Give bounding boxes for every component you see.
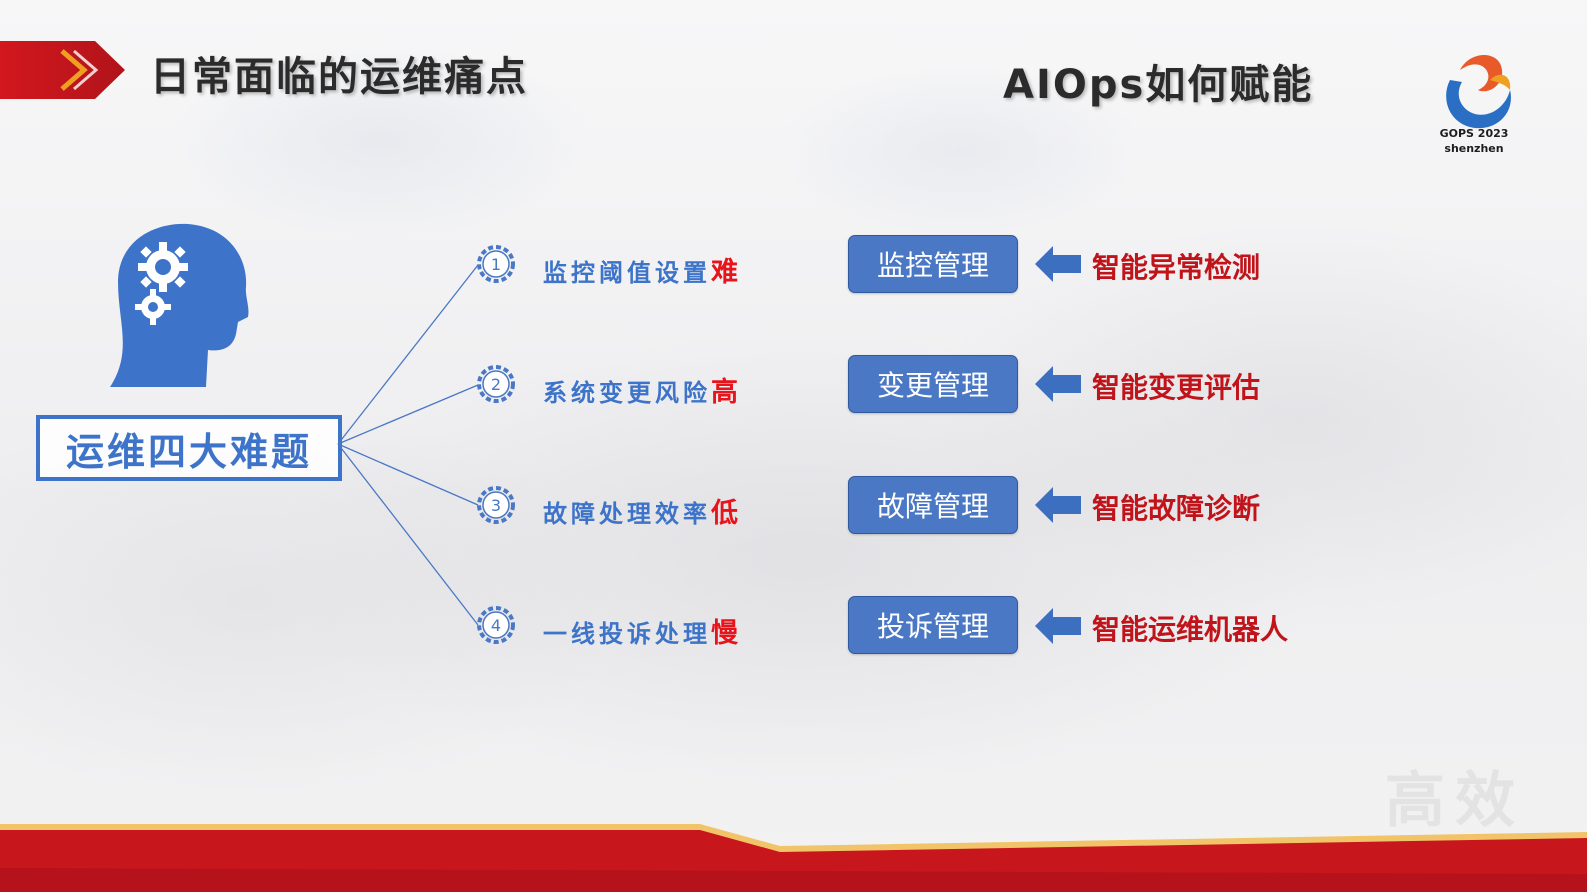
problem-highlight: 低 (711, 498, 738, 529)
main-topic-label: 运维四大难题 (65, 429, 312, 474)
logo-label-event: GOPS 2023 (1439, 127, 1509, 140)
arrow-left-icon (1035, 487, 1081, 523)
incident-management-button: 故障管理 (848, 476, 1018, 534)
gops-logo-icon (1446, 55, 1511, 129)
problem-label: 系统变更风险高 (543, 377, 738, 408)
arrow-left-icon (1035, 366, 1081, 402)
arrow-left-icon (1035, 246, 1081, 282)
arrow-left-icon (1035, 608, 1081, 644)
solution-change-assessment: 智能变更评估 (1092, 371, 1261, 404)
gear-number-icon: 2 (477, 365, 515, 403)
complaint-management-button: 投诉管理 (848, 596, 1018, 654)
head-gears-icon (110, 223, 249, 387)
problem-highlight: 高 (711, 377, 738, 408)
problem-number: 1 (491, 255, 501, 274)
gear-number-icon: 1 (477, 245, 515, 283)
aiops-title: AIOps如何赋能 (1003, 62, 1314, 108)
gear-number-icon: 4 (477, 606, 515, 644)
problem-highlight: 难 (711, 257, 738, 288)
header-arrow-icon (0, 41, 125, 99)
solution-fault-diagnosis: 智能故障诊断 (1092, 492, 1261, 525)
gear-number-icon: 3 (477, 486, 515, 524)
logo-label-city: shenzhen (1444, 142, 1504, 155)
change-management-button: 变更管理 (848, 355, 1018, 413)
page-title: 日常面临的运维痛点 (150, 54, 528, 100)
solution-anomaly-detection: 智能异常检测 (1092, 251, 1261, 284)
problem-number: 2 (491, 375, 501, 394)
background-watermark: 高效 (1385, 766, 1525, 836)
problem-label: 一线投诉处理慢 (543, 618, 738, 649)
footer-band (0, 824, 1587, 892)
problem-number: 4 (491, 616, 501, 635)
solution-ops-robot: 智能运维机器人 (1092, 613, 1289, 646)
problem-number: 3 (491, 496, 501, 515)
monitoring-management-button: 监控管理 (848, 235, 1018, 293)
problem-label: 监控阈值设置难 (543, 257, 738, 288)
main-topic-box: 运维四大难题 (36, 415, 342, 481)
problem-label: 故障处理效率低 (543, 498, 738, 529)
problem-highlight: 慢 (711, 618, 738, 649)
